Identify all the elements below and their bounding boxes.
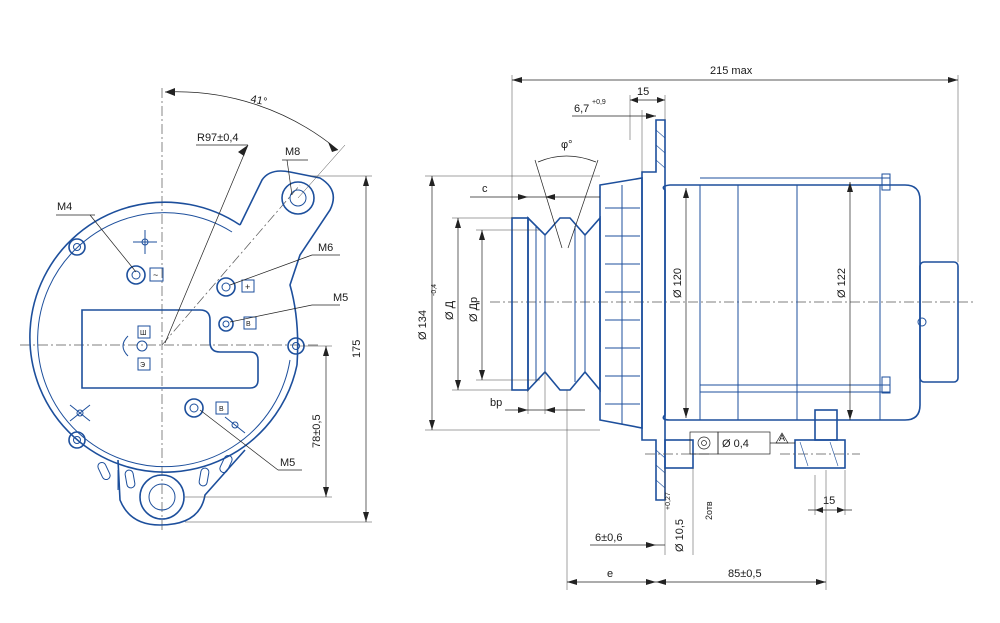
runout-label: Ø 0,4	[722, 438, 749, 450]
runout-ref-label: А	[779, 433, 785, 443]
dim-c-label: c	[482, 183, 488, 195]
angled-centerline	[161, 184, 301, 346]
bolt-symbol-left	[69, 404, 91, 422]
bottom-boss	[117, 449, 246, 526]
dim-15-top-label: 15	[637, 86, 649, 98]
terminal-e-label: Э	[140, 362, 145, 369]
dim-215-label: 215 max	[710, 65, 753, 77]
runout-tolerance-frame: Ø 0,4 А	[689, 431, 795, 455]
phi-arc	[537, 155, 597, 163]
pulley	[511, 215, 601, 393]
dim-122-label: Ø 122	[836, 268, 848, 298]
bolt-symbol-right	[224, 416, 246, 434]
thread-m5-top-label: M5	[333, 292, 348, 304]
holes-label: 2отв	[704, 501, 714, 520]
bottom-boss-outer	[139, 474, 185, 520]
terminal-b-label: В	[219, 406, 224, 413]
dim-dr-label: Ø Др	[468, 297, 480, 322]
dim-85-label: 85±0,5	[728, 568, 762, 580]
terminal-sh-label: Ш	[140, 330, 146, 337]
terminal-v-label: В	[246, 321, 251, 328]
dim-78-label: 78±0,5	[311, 414, 323, 448]
thread-m5-bottom-label: M5	[280, 457, 295, 469]
bottom-lug	[780, 409, 860, 469]
terminal-tilde-label: ~	[153, 270, 158, 280]
dim-175-label: 175	[351, 340, 363, 358]
rear-cap	[919, 261, 959, 383]
leaders	[56, 159, 340, 471]
plug-center	[136, 340, 148, 352]
thread-m8-label: M8	[285, 146, 300, 158]
cooling-slots	[97, 454, 233, 489]
thread-m4-label: M4	[57, 201, 72, 213]
terminal-tilde-box	[149, 267, 164, 282]
angle-41-label: 41°	[249, 93, 268, 108]
terminal-v-stud	[218, 316, 234, 332]
dim-134-tol: -0,4	[431, 284, 438, 296]
bottom-boss-hole	[148, 483, 176, 511]
terminal-plus-label: +	[245, 282, 250, 292]
terminal-plate	[81, 309, 259, 389]
dim-67-tol: +0,9	[592, 99, 606, 106]
terminal-v-box	[243, 316, 257, 330]
dim-10-label: Ø 10,5	[674, 519, 686, 552]
dim-e-label: e	[607, 568, 613, 580]
bracket-hole-outer	[281, 181, 315, 215]
dim-d-label: Ø Д	[444, 300, 456, 320]
side-view: 215 max 15 6,7 +0,9 φ° c Ø 134 -0,4	[417, 65, 975, 590]
ear-bottom-left	[68, 431, 86, 449]
dim-10-tol: +0,27	[665, 492, 672, 510]
fan	[599, 177, 643, 429]
terminal-plus-box	[241, 279, 255, 293]
radius-label: R97±0,4	[197, 132, 239, 144]
angle-phi-label: φ°	[561, 139, 573, 151]
dim-67-label: 6,7	[574, 103, 589, 115]
dim-134-label: Ø 134	[417, 310, 429, 340]
bracket-hole	[289, 189, 307, 207]
front-flange	[641, 119, 666, 501]
bolt-symbol-top	[133, 230, 157, 254]
angle-arc	[164, 91, 339, 151]
end-view: ~ + В В Ш Э	[20, 88, 372, 530]
ear-top-left	[68, 238, 86, 256]
terminal-plus-stud	[216, 277, 236, 297]
terminal-sh-box	[137, 325, 151, 339]
terminal-b-stud	[184, 398, 204, 418]
thread-m6-label: M6	[318, 242, 333, 254]
terminal-tilde-stud	[126, 265, 146, 285]
stator-body	[662, 173, 921, 421]
housing-inner-outline	[37, 212, 291, 468]
terminal-b-box	[215, 401, 229, 415]
terminal-e-box	[137, 357, 151, 371]
radius-leader	[164, 144, 249, 344]
dim-15-bottom-label: 15	[823, 495, 835, 507]
housing-outline	[29, 201, 298, 473]
dim-bp-label: bp	[490, 397, 502, 409]
dim-120-label: Ø 120	[672, 268, 684, 298]
dim-6-label: 6±0,6	[595, 532, 622, 544]
top-bracket	[239, 170, 335, 366]
